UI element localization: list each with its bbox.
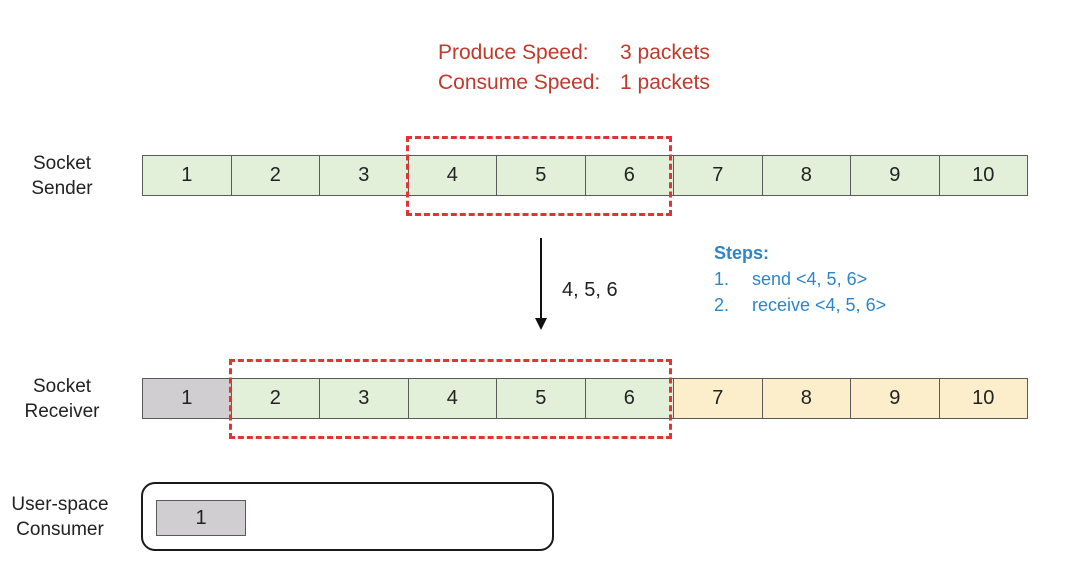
sender-packet: 2 [230,155,320,196]
sender-buffer: 1 2 3 4 5 6 7 8 9 10 [142,155,1028,196]
consumer-label-line1: User-space [11,494,109,515]
receiver-packet: 9 [850,378,940,419]
step-text: receive <4, 5, 6> [752,295,887,315]
transfer-arrow-line [540,238,542,322]
produce-speed-value: 3 packets [620,41,710,64]
consume-speed-label: Consume Speed: [438,71,601,94]
consumer-box [141,482,554,551]
consume-speed: Consume Speed: 1 packets [438,71,738,97]
step-text: send <4, 5, 6> [752,269,868,289]
transfer-label: 4, 5, 6 [562,279,618,301]
receiver-packet: 3 [319,378,409,419]
receiver-packet: 7 [673,378,763,419]
receiver-packet: 10 [938,378,1028,419]
sender-label: Socket Sender [24,151,100,201]
sender-packet: 8 [761,155,851,196]
receiver-packet: 6 [584,378,674,419]
consumer-label-line2: Consumer [16,519,104,540]
receiver-packet: 8 [761,378,851,419]
sender-packet: 5 [496,155,586,196]
consumer-packet: 1 [156,500,246,536]
step-number: 2. [714,295,730,315]
steps-title: Steps: [714,243,770,263]
receiver-buffer: 1 2 3 4 5 6 7 8 9 10 [142,378,1028,419]
sender-highlight-box [406,136,672,216]
receiver-label-line2: Receiver [24,401,100,422]
receiver-packet: 1 [142,378,232,419]
sender-packet: 9 [850,155,940,196]
consumer-label: User-space Consumer [6,492,114,542]
receiver-label-line1: Socket [32,376,92,397]
sender-label-line2: Sender [31,178,93,199]
sender-packet: 7 [673,155,763,196]
receiver-packet: 4 [407,378,497,419]
receiver-label: Socket Receiver [18,374,106,424]
sender-packet: 3 [319,155,409,196]
sender-label-line1: Socket [32,153,92,174]
sender-packet: 1 [142,155,232,196]
arrow-down-icon [535,318,547,330]
step-item: 1. send <4, 5, 6> [714,266,867,292]
produce-speed: Produce Speed: 3 packets [438,41,738,67]
sender-packet: 10 [938,155,1028,196]
produce-speed-label: Produce Speed: [438,41,589,64]
consume-speed-value: 1 packets [620,71,710,94]
step-item: 2. receive <4, 5, 6> [714,292,886,318]
receiver-highlight-box [229,359,672,439]
steps-panel: Steps: 1. send <4, 5, 6> 2. receive <4, … [714,240,886,318]
sender-packet: 6 [584,155,674,196]
step-number: 1. [714,269,730,289]
